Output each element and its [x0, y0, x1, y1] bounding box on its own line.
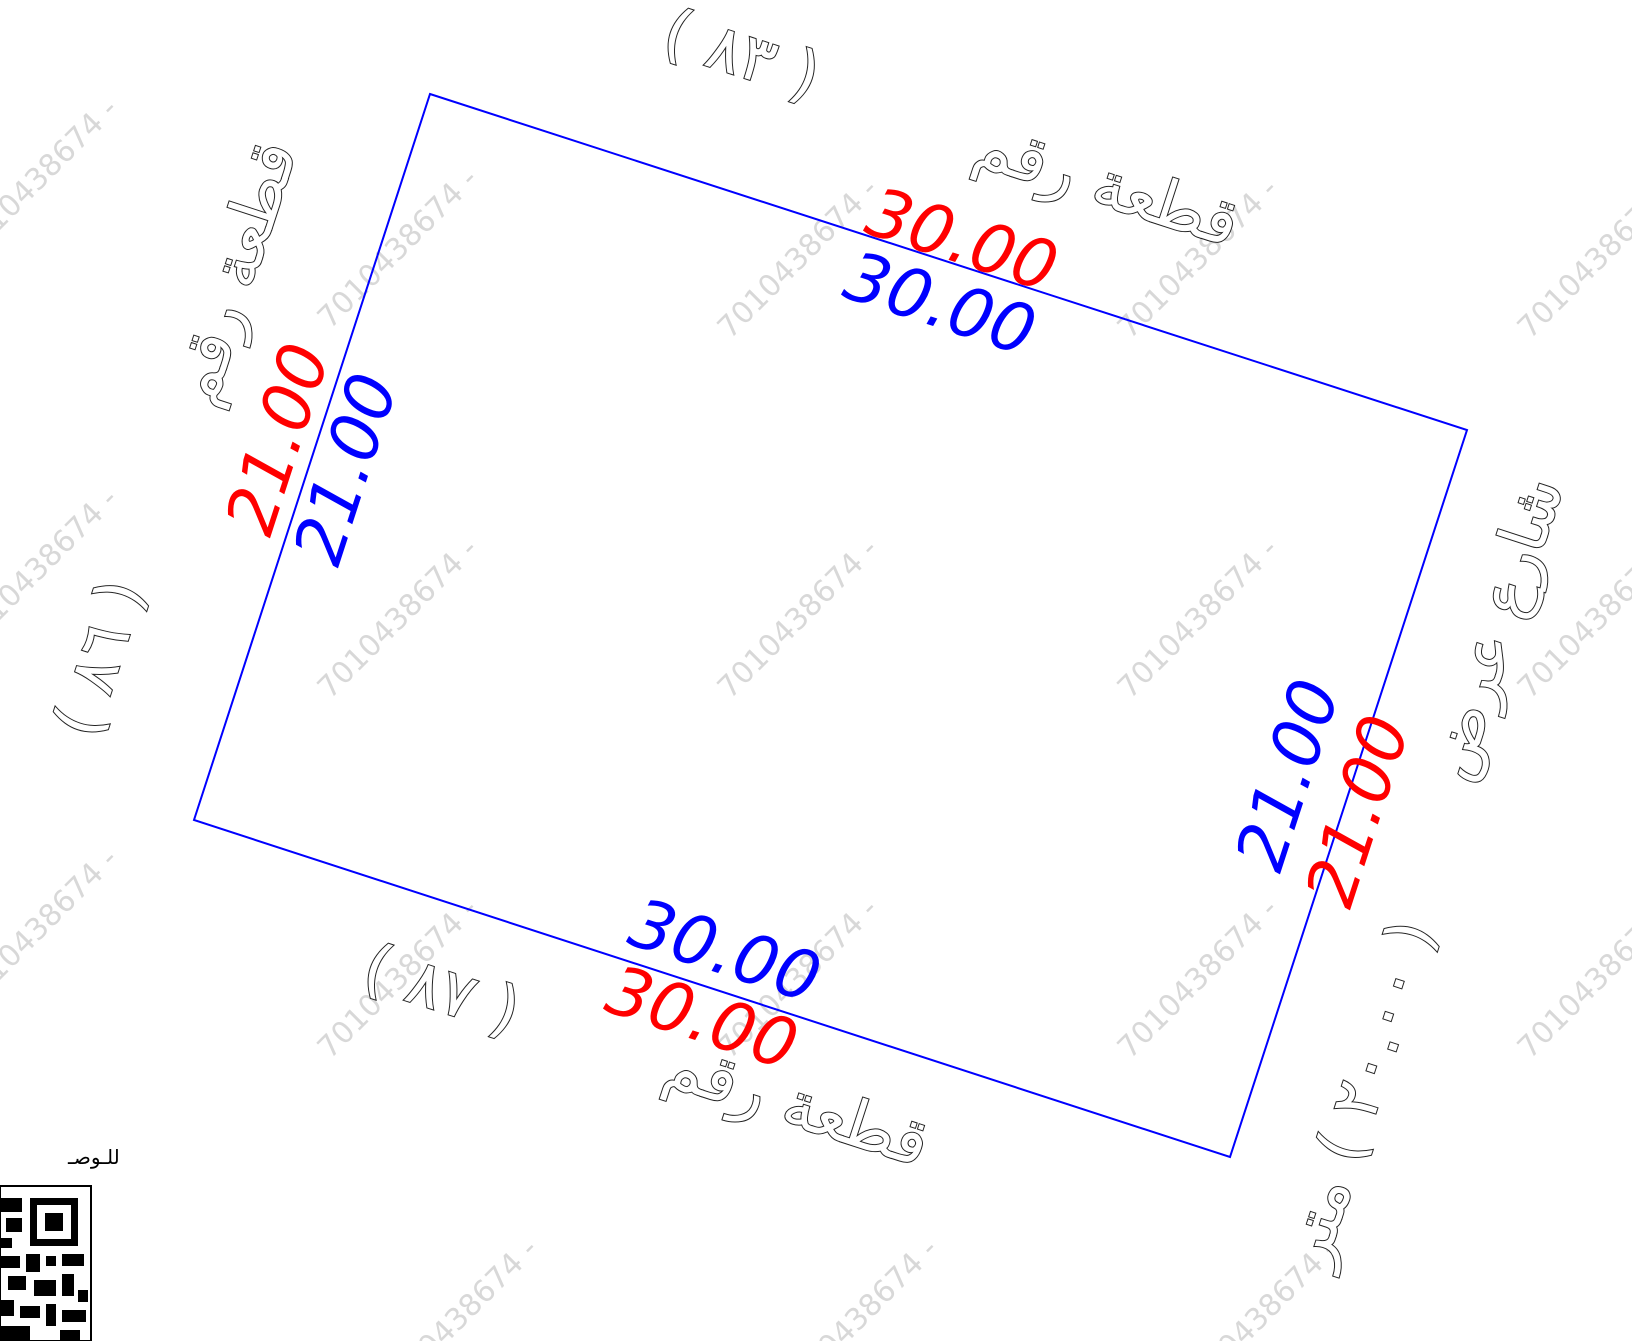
- watermark: 7010438674 -: [0, 842, 125, 1016]
- watermark: 7010438674 -: [1111, 892, 1285, 1066]
- plot-outline: [192, 92, 1469, 1159]
- watermark: 7010438674 -: [311, 162, 485, 336]
- neighbor-right-label: شارع عرض: [1411, 468, 1578, 789]
- neighbor-left-number: ( ٨٦ ): [40, 571, 160, 745]
- qr-block: للـوصـ: [0, 1145, 120, 1341]
- neighbor-top-number: ( ٨٣ ): [654, 0, 828, 115]
- qr-code: [0, 1185, 92, 1341]
- watermark: 7010438674 -: [371, 1232, 545, 1341]
- watermark: 7010438674 -: [711, 532, 885, 706]
- watermark: 7010438674 -: [1111, 532, 1285, 706]
- watermark: 7010438674 -: [0, 92, 125, 266]
- neighbor-right-number: ( ٢٠.٠٠ ) متر: [1269, 912, 1451, 1278]
- qr-caption: للـوصـ: [67, 1145, 120, 1169]
- watermark: 7010438674 -: [771, 1232, 945, 1341]
- watermark: 7010438674 -: [1511, 172, 1632, 346]
- watermark: 7010438674 -: [1511, 892, 1632, 1066]
- neighbor-bottom-label: قطعة رقم: [655, 1028, 937, 1183]
